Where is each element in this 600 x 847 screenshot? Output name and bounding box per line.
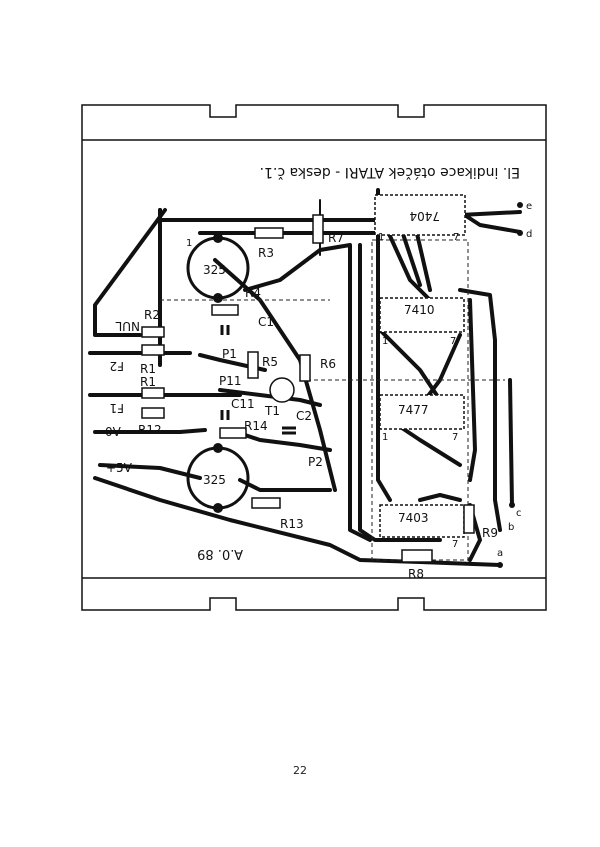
label-p1: P1 — [222, 347, 237, 361]
label-0v: 0V — [105, 425, 122, 439]
label-r7: R7 — [328, 231, 344, 245]
label-t1: T1 — [264, 404, 280, 418]
board-title: El. indikace otáček ATARI - deska č.1. — [260, 164, 520, 180]
label-f1: F1 — [109, 401, 124, 415]
pin-b: b — [508, 522, 514, 533]
label-f2: F2 — [109, 359, 124, 373]
ic-7404: 7404 1 7 — [374, 194, 466, 243]
connector-pads — [497, 202, 523, 568]
label-r2: R2 — [144, 308, 160, 322]
edge-pin-labels: e d c b a — [497, 201, 532, 559]
ic-7403: 7403 7 — [379, 504, 465, 550]
label-r13: R13 — [280, 517, 304, 531]
ic-7477-pin7: 7 — [452, 432, 458, 443]
pin-d: d — [526, 229, 532, 240]
ic-7410: 7410 1 7 — [379, 297, 465, 347]
label-plus5v: +5V — [106, 461, 133, 475]
label-r4: R4 — [245, 286, 261, 300]
display-1-label: 325 — [203, 263, 226, 277]
pin-a: a — [497, 548, 503, 559]
label-r9: R9 — [482, 526, 498, 540]
label-r6: R6 — [320, 357, 336, 371]
label-r14: R14 — [244, 419, 268, 433]
footer-code: A.0. 89 — [197, 546, 243, 561]
label-c1: C1 — [258, 315, 274, 329]
pin-c: c — [516, 508, 522, 519]
display-2-label: 325 — [203, 473, 226, 487]
display-1-pin1: 1 — [186, 238, 192, 249]
display-2: 325 — [186, 443, 250, 513]
label-p2: P2 — [308, 455, 323, 469]
ic-7403-pin7: 7 — [452, 539, 458, 550]
ic-7477: 7477 1 7 — [379, 394, 465, 443]
pin-e: e — [526, 201, 532, 212]
label-c2: C2 — [296, 409, 312, 423]
label-p11: P11 — [219, 374, 242, 388]
ic-7410-label: 7410 — [404, 303, 435, 317]
passive-components — [141, 214, 475, 563]
label-r3: R3 — [258, 246, 274, 260]
board-outline — [81, 104, 547, 611]
ic-7404-label: 7404 — [409, 209, 440, 223]
ic-7410-pin1: 1 — [382, 336, 388, 347]
label-r1-lower: R1 — [140, 375, 156, 389]
ic-7403-label: 7403 — [398, 511, 429, 525]
part-labels: R3 R7 R4 C1 R2 R1 R1 R12 P1 R5 R6 P11 T1… — [138, 231, 498, 581]
ic-7477-label: 7477 — [398, 403, 429, 417]
ic-7404-pin1: 1 — [378, 232, 384, 243]
ic-7410-pin7: 7 — [450, 336, 456, 347]
label-r8: R8 — [408, 567, 424, 581]
label-r1-upper: R1 — [140, 362, 156, 376]
connector-labels: NUL F2 F1 0V +5V — [105, 319, 140, 475]
label-nul: NUL — [115, 319, 140, 333]
ic-7404-pin7: 7 — [453, 232, 459, 243]
ic-7477-pin1: 1 — [382, 432, 388, 443]
page-number: 22 — [293, 764, 307, 777]
label-c11: C11 — [231, 397, 255, 411]
display-1: 325 1 — [186, 233, 250, 303]
label-r12: R12 — [138, 423, 162, 437]
label-r5: R5 — [262, 355, 278, 369]
